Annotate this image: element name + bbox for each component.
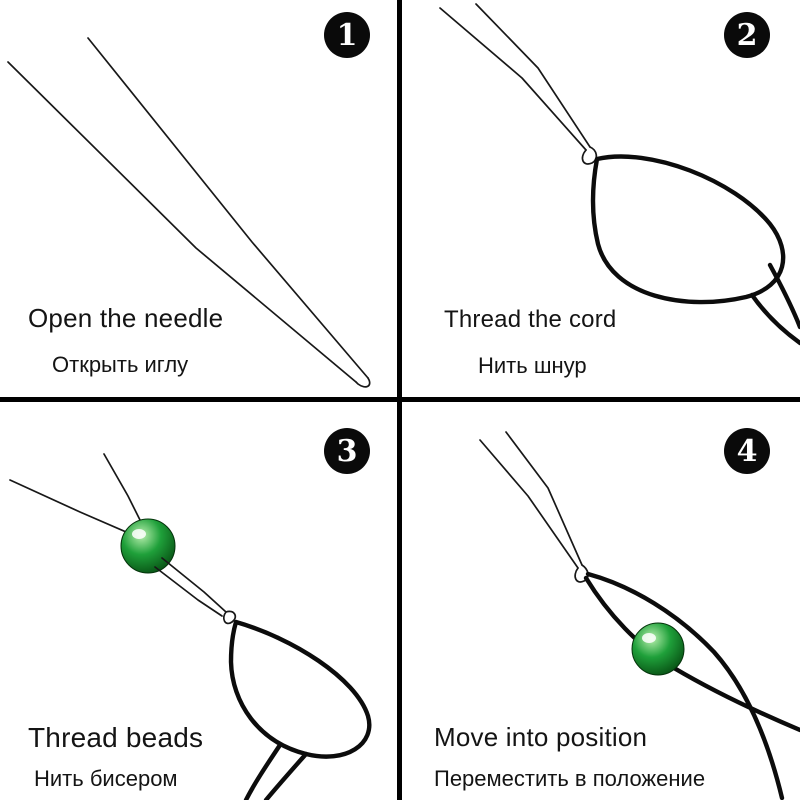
step-title-ru: Нить бисером [34,766,178,791]
cord-loop [590,154,786,305]
green-bead [120,518,176,574]
cord-tail [749,292,800,346]
needle-eye [574,564,589,583]
move-into-position-illustration [479,431,800,800]
cord-loop [228,619,372,759]
bead-highlight [132,529,146,539]
step-title-ru: Открыть иглу [52,352,189,377]
step-title-en: Thread the cord [444,306,617,333]
cord-tail [243,742,283,800]
step-number-badge: 1 [324,12,370,58]
step-title-en: Open the needle [28,303,224,333]
thread-beads-illustration [9,453,372,800]
open-needle-illustration [7,37,371,388]
step-title-ru: Нить шнур [478,353,587,378]
thread-cord-illustration [439,3,800,346]
step-panel-1: 1 Open the needle Открыть иглу [0,0,400,400]
needle-wire [7,61,357,383]
needle-wire [154,566,223,617]
step-number-badge: 3 [324,428,370,474]
bead-highlight [642,633,656,643]
cord-strand [585,571,785,800]
horizontal-divider [0,397,800,402]
step-title-en: Thread beads [28,722,204,753]
step-number: 3 [336,433,358,469]
needle-wire [87,37,369,379]
needle-eye [581,146,598,165]
step-number-badge: 2 [724,12,770,58]
step-panel-2: 2 Thread the cord Нить шнур [400,0,800,400]
needle-wire [161,557,227,613]
step-title-ru: Переместить в положение [434,766,706,791]
cord-tail [263,751,309,800]
needle-tip [355,377,371,388]
needle-wire [9,479,141,539]
step-number: 2 [736,17,758,53]
needle-wire [479,439,579,569]
needle-wire [475,3,591,148]
step-number: 4 [736,433,758,469]
green-bead [631,622,685,676]
step-number: 1 [336,17,358,53]
step-number-badge: 4 [724,428,770,474]
step-title-en: Move into position [434,722,648,752]
needle-wire [439,7,587,151]
cord-strand [583,575,800,733]
cord-tail [767,262,800,330]
step-panel-4: 4 Move into position Переместить в полож… [400,400,800,800]
needle-eye [222,610,237,625]
step-panel-3: 3 Thread beads Нить бисером [0,400,400,800]
needle-wire [505,431,583,566]
